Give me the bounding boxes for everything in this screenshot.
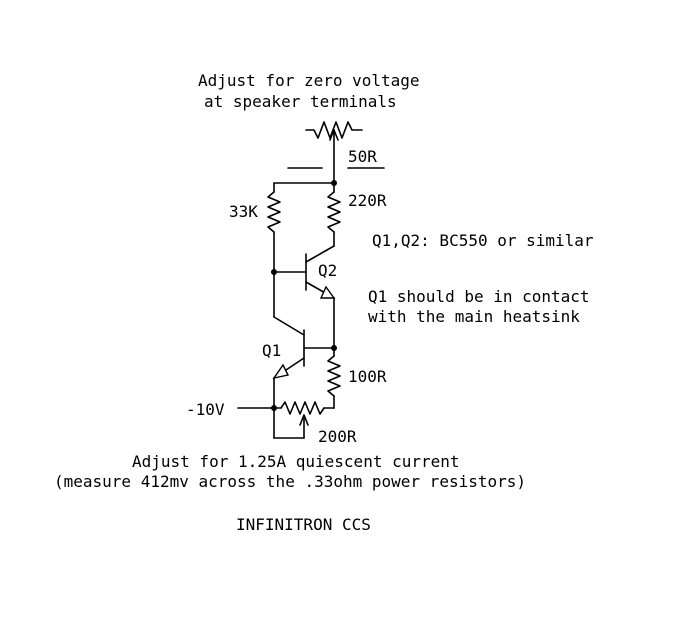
transistor-q1 (272, 271, 335, 409)
label-q2: Q2 (318, 261, 337, 280)
resistor-220r (327, 182, 341, 247)
label-100r: 100R (348, 367, 387, 386)
resistor-100r (327, 347, 341, 409)
label-supply: -10V (186, 400, 225, 419)
resistor-33k (267, 182, 281, 273)
label-33k: 33K (229, 202, 258, 221)
note-transistor-types: Q1,Q2: BC550 or similar (372, 231, 594, 250)
pot-50r (287, 121, 385, 184)
pot-200r (273, 401, 335, 439)
label-50r: 50R (348, 147, 377, 166)
note-bias-line1: Adjust for 1.25A quiescent current (132, 452, 460, 471)
note-heatsink-line2: with the main heatsink (368, 307, 580, 326)
note-bias-line2: (measure 412mv across the .33ohm power r… (54, 472, 526, 491)
schematic-title: INFINITRON CCS (236, 515, 371, 534)
label-200r: 200R (318, 427, 357, 446)
label-220r: 220R (348, 191, 387, 210)
note-heatsink-line1: Q1 should be in contact (368, 287, 590, 306)
transistor-q2 (273, 245, 336, 299)
label-q1: Q1 (262, 341, 281, 360)
note-zero-voltage-line1: Adjust for zero voltage (198, 71, 420, 90)
note-zero-voltage-line2: at speaker terminals (204, 92, 397, 111)
